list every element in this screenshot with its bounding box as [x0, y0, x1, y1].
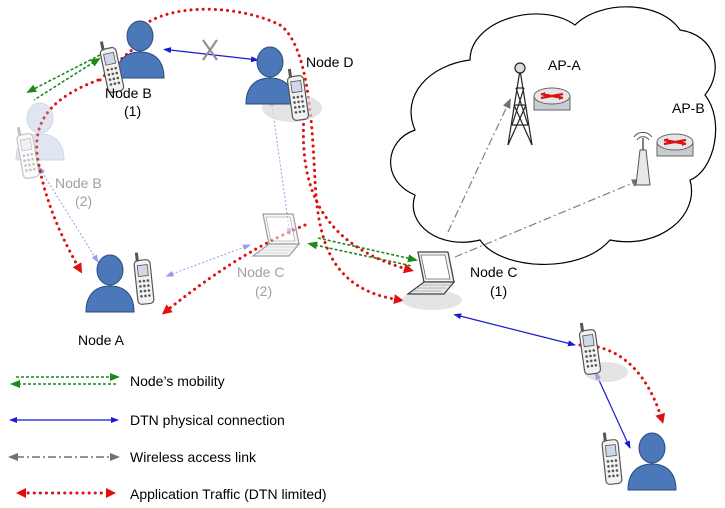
- ap-a-tower-icon: [507, 62, 533, 146]
- node-c2-label: Node C: [237, 264, 284, 280]
- node-a-person: [85, 250, 155, 313]
- ap-a-router-icon: [532, 86, 572, 112]
- node-c2-laptop-faded: [252, 213, 300, 257]
- legend-wireless-label: Wireless access link: [130, 449, 257, 465]
- legend-dtn-label: DTN physical connection: [130, 412, 285, 428]
- node-a-label: Node A: [78, 332, 125, 348]
- mobile-phone-right: [577, 320, 628, 382]
- legend-mobility-symbol: [10, 373, 120, 388]
- internet-cloud: [390, 6, 717, 265]
- mobility-arrows: [26, 54, 418, 267]
- ap-b-router-icon: [655, 132, 695, 158]
- wireless-link-ap-b: [454, 179, 642, 258]
- node-b-sub: (1): [124, 103, 141, 119]
- ap-b-antenna-icon: [633, 131, 653, 186]
- legend-traffic-label: Application Traffic (DTN limited): [130, 486, 327, 502]
- broken-link-x: [202, 39, 218, 61]
- node-c-laptop: [402, 251, 462, 310]
- node-c-label: Node C: [470, 264, 517, 280]
- legend: Node’s mobility DTN physical connection …: [8, 373, 327, 502]
- node-b2-person-faded: [14, 102, 65, 180]
- legend-mobility-label: Node’s mobility: [130, 373, 225, 389]
- ap-a-label: AP-A: [548, 57, 581, 73]
- node-d-label: Node D: [306, 54, 353, 70]
- node-c2-sub: (2): [255, 283, 272, 299]
- ap-b-label: AP-B: [672, 100, 705, 116]
- bottom-right-person: [600, 430, 677, 491]
- node-b2-sub: (2): [75, 193, 92, 209]
- faded-dtn-links: [38, 98, 293, 277]
- node-b-label: Node B: [105, 85, 152, 101]
- node-c-sub: (1): [490, 283, 507, 299]
- node-d-person: [245, 46, 322, 122]
- node-b-person: [97, 20, 165, 94]
- node-b2-label: Node B: [55, 175, 102, 191]
